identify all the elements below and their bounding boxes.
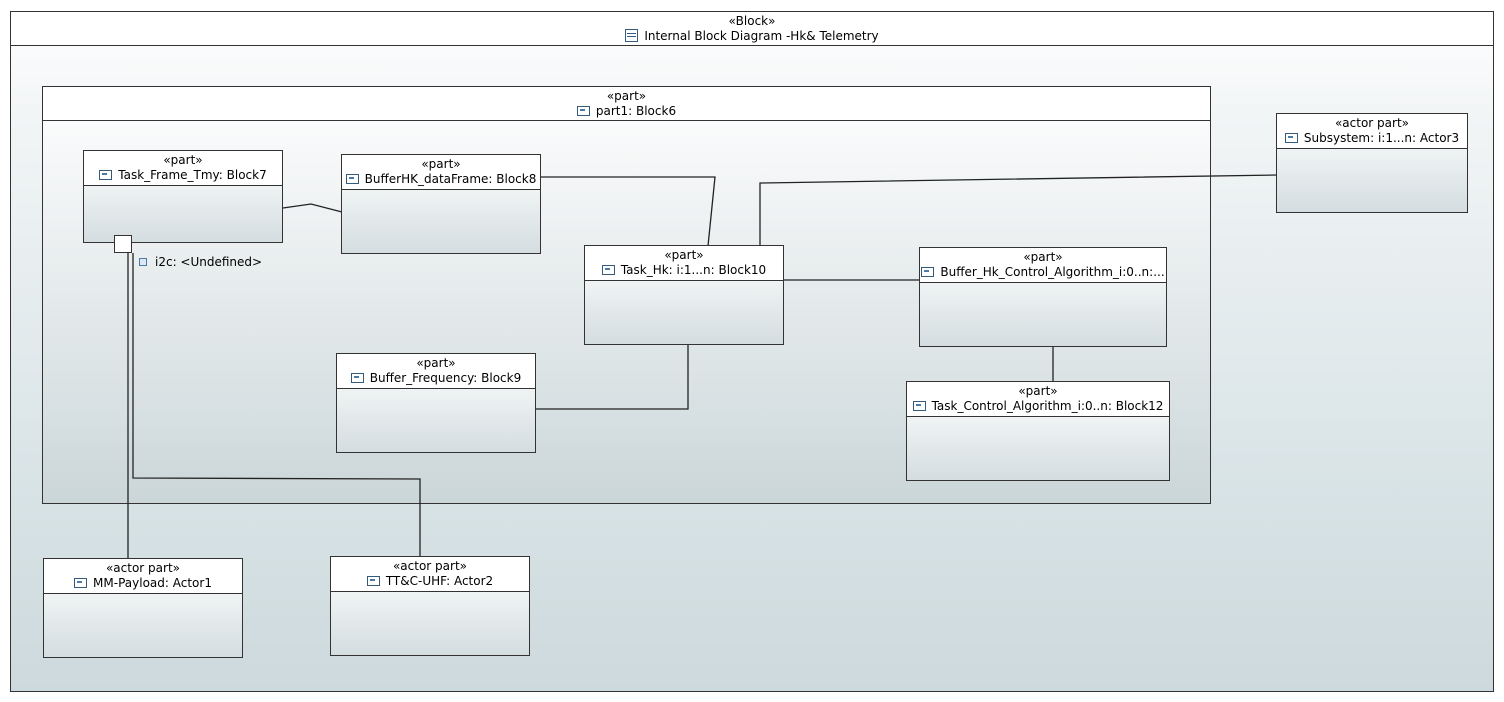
part-name: BufferHK_dataFrame: Block8 xyxy=(364,172,537,186)
part-buffer-frequency[interactable]: «part» Buffer_Frequency: Block9 xyxy=(336,353,536,453)
part-stereotype: «part» xyxy=(163,153,203,167)
diagram-stereotype: «Block» xyxy=(728,14,776,28)
part-name: TT&C-UHF: Actor2 xyxy=(385,574,494,588)
part1-stereotype: «part» xyxy=(606,89,647,103)
part-icon xyxy=(74,577,88,588)
connector-taskhk-bufferfrequency[interactable] xyxy=(536,344,689,410)
port-label: i2c: <Undefined> xyxy=(139,255,262,269)
part-header: «part» Task_Control_Algorithm_i:0..n: Bl… xyxy=(907,382,1169,417)
part-name: Task_Hk: i:1...n: Block10 xyxy=(620,263,767,277)
part-header: «part» Task_Frame_Tmy: Block7 xyxy=(84,151,282,186)
part-name: Subsystem: i:1...n: Actor3 xyxy=(1303,131,1460,145)
part-header: «actor part» TT&C-UHF: Actor2 xyxy=(331,557,529,592)
actor-part-subsystem[interactable]: «actor part» Subsystem: i:1...n: Actor3 xyxy=(1276,113,1468,213)
part-stereotype: «actor part» xyxy=(1334,116,1410,130)
part-stereotype: «actor part» xyxy=(392,559,468,573)
part-header: «actor part» Subsystem: i:1...n: Actor3 xyxy=(1277,114,1467,149)
part-icon xyxy=(350,372,364,383)
part-stereotype: «actor part» xyxy=(105,561,181,575)
connector-taskframe-bufferhk[interactable] xyxy=(282,203,343,213)
part-header: «part» Buffer_Frequency: Block9 xyxy=(337,354,535,389)
part-stereotype: «part» xyxy=(1023,250,1063,264)
diagram-icon xyxy=(625,29,639,42)
part-stereotype: «part» xyxy=(664,248,704,262)
part-icon xyxy=(345,173,359,184)
part-icon xyxy=(912,400,926,411)
part-name: Buffer_Hk_Control_Algorithm_i:0..n:... xyxy=(940,265,1165,279)
part-task-hk[interactable]: «part» Task_Hk: i:1...n: Block10 xyxy=(584,245,784,345)
connector-taskhk-subsystem[interactable] xyxy=(759,174,1278,246)
diagram-header: «Block» Internal Block Diagram -Hk& Tele… xyxy=(11,12,1493,46)
part-header: «actor part» MM-Payload: Actor1 xyxy=(44,559,242,594)
diagram-title: Internal Block Diagram -Hk& Telemetry xyxy=(644,29,879,43)
part-header: «part» Task_Hk: i:1...n: Block10 xyxy=(585,246,783,281)
part-stereotype: «part» xyxy=(421,157,461,171)
part-name: Buffer_Frequency: Block9 xyxy=(369,371,522,385)
part-name: MM-Payload: Actor1 xyxy=(93,576,212,590)
port-i2c[interactable] xyxy=(114,235,132,253)
connector-port-ttcuhf[interactable] xyxy=(132,253,421,557)
part1-name: part1: Block6 xyxy=(595,104,677,118)
part-icon xyxy=(921,266,935,277)
part-icon xyxy=(1284,132,1298,143)
port-icon xyxy=(139,257,147,266)
part-header: «part» BufferHK_dataFrame: Block8 xyxy=(342,155,540,190)
part-icon xyxy=(576,105,590,116)
part1-header: «part» part1: Block6 xyxy=(43,87,1210,121)
part-icon xyxy=(601,264,615,275)
part-buffer-hk-control-algorithm[interactable]: «part» Buffer_Hk_Control_Algorithm_i:0..… xyxy=(919,247,1167,347)
part-stereotype: «part» xyxy=(416,356,456,370)
part-task-control-algorithm[interactable]: «part» Task_Control_Algorithm_i:0..n: Bl… xyxy=(906,381,1170,481)
part-header: «part» Buffer_Hk_Control_Algorithm_i:0..… xyxy=(920,248,1166,283)
actor-part-ttc-uhf[interactable]: «actor part» TT&C-UHF: Actor2 xyxy=(330,556,530,656)
part-task-frame-tmy[interactable]: «part» Task_Frame_Tmy: Block7 xyxy=(83,150,283,243)
part-stereotype: «part» xyxy=(1018,384,1058,398)
part-name: Task_Frame_Tmy: Block7 xyxy=(118,168,267,182)
part-icon xyxy=(99,169,113,180)
part-bufferhk-dataframe[interactable]: «part» BufferHK_dataFrame: Block8 xyxy=(341,154,541,254)
part-name: Task_Control_Algorithm_i:0..n: Block12 xyxy=(931,399,1164,413)
actor-part-mm-payload[interactable]: «actor part» MM-Payload: Actor1 xyxy=(43,558,243,658)
connector-bufferhk-taskhk[interactable] xyxy=(540,176,716,247)
part-icon xyxy=(366,575,380,586)
port-label-text: i2c: <Undefined> xyxy=(155,255,263,269)
